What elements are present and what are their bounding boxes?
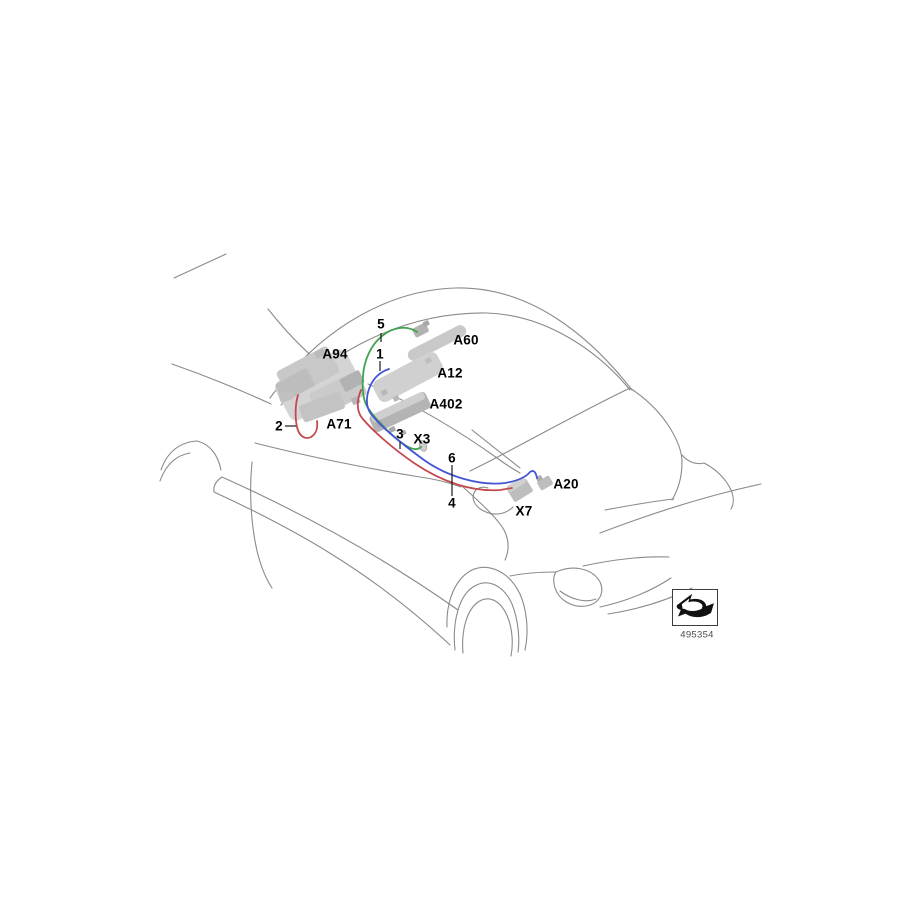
car-outline <box>159 253 762 657</box>
orientation-stamp-box[interactable] <box>672 589 718 626</box>
c-pillar-line <box>629 387 683 501</box>
parcel-shelf-line <box>469 387 631 472</box>
label-a12: A12 <box>437 365 463 381</box>
door-front-edge <box>250 461 273 589</box>
label-a71: A71 <box>326 416 352 432</box>
wire-red <box>356 389 513 492</box>
fender-top-line <box>171 363 272 405</box>
label-a60: A60 <box>453 332 479 348</box>
sill-upper-line <box>221 476 459 611</box>
callout-6[interactable]: 6 <box>448 450 456 466</box>
quarter-panel-line <box>509 571 557 577</box>
part-number: 495354 <box>680 629 714 641</box>
callout-5[interactable]: 5 <box>377 316 385 332</box>
door-rear-edge <box>462 486 509 561</box>
callout-2[interactable]: 2 <box>275 418 283 434</box>
quarter-beltline <box>367 383 521 474</box>
callout-4[interactable]: 4 <box>448 495 456 511</box>
bumper-upper-line <box>604 498 675 511</box>
trunk-edge-line <box>703 462 734 510</box>
roof-outer-line <box>269 287 633 399</box>
label-a20: A20 <box>553 476 579 492</box>
component-a71[interactable] <box>278 389 361 423</box>
front-arch-inner <box>159 452 191 482</box>
leader-lines <box>285 333 453 496</box>
wire-red-loop <box>294 394 319 439</box>
front-fender-edge <box>196 440 222 471</box>
quarter-loop-line <box>472 486 514 515</box>
fascia-line-1 <box>582 556 670 567</box>
label-x7: X7 <box>515 503 533 519</box>
taillight-inner-line <box>559 590 597 602</box>
rear-deck-line <box>599 483 762 534</box>
fascia-line-2 <box>599 577 672 608</box>
callout-1[interactable]: 1 <box>376 346 384 362</box>
rear-arch-inner <box>462 598 513 657</box>
rear-arch-mid <box>453 582 520 653</box>
sill-cap-line <box>213 476 223 493</box>
b-pillar-line <box>471 429 521 469</box>
label-a94: A94 <box>322 346 348 362</box>
component-a20[interactable] <box>535 475 553 491</box>
component-a60[interactable] <box>406 320 468 363</box>
component-x7[interactable] <box>506 476 534 502</box>
front-arch-outer <box>160 440 198 471</box>
rear-arch-outer <box>446 566 528 651</box>
hood-edge-line <box>173 253 227 279</box>
door-top-line <box>254 442 462 488</box>
taillight-shape <box>553 567 603 607</box>
label-a402: A402 <box>429 396 463 412</box>
callout-3[interactable]: 3 <box>396 426 404 442</box>
label-x3: X3 <box>413 431 431 447</box>
sill-lower-line <box>213 491 451 646</box>
wire-blue <box>366 368 538 485</box>
trunk-shut-line <box>681 454 705 465</box>
direction-arrow-icon <box>676 593 714 618</box>
